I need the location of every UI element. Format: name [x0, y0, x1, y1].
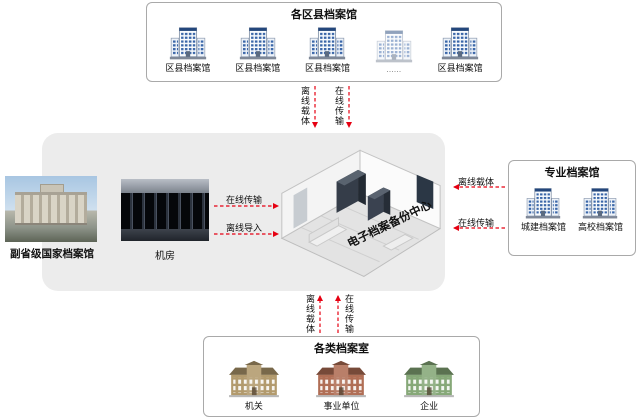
- top-online-label: 在线传输: [334, 86, 344, 126]
- building-label: 区县档案馆: [304, 63, 350, 73]
- mansion-building-icon: [314, 360, 368, 398]
- district-archives-title: 各区县档案馆: [291, 9, 357, 21]
- national-archive-label: 副省级国家档案馆: [10, 248, 94, 260]
- office-building-icon: [169, 25, 207, 60]
- room-online-label: 在线传输: [226, 195, 263, 205]
- archive-rooms-row: 机关 事业单位 企业: [204, 356, 479, 412]
- professional-archives-row: 城建档案馆 高校档案馆: [509, 180, 635, 233]
- mansion-building-icon: [402, 360, 456, 398]
- building-label: 区县档案馆: [235, 63, 281, 73]
- district-archive-item: 区县档案馆: [305, 25, 350, 74]
- district-archive-item: 区县档案馆: [438, 25, 483, 74]
- building-label: 机关: [244, 401, 263, 411]
- building-label: 区县档案馆: [165, 63, 211, 73]
- archive-room-item: 事业单位: [314, 360, 368, 412]
- archive-room-item: 机关: [227, 360, 281, 412]
- office-building-icon: [525, 186, 561, 219]
- building-label: 事业单位: [323, 401, 360, 411]
- office-building-icon: [441, 25, 479, 60]
- server-room-floor: [121, 228, 209, 241]
- room-offline-label: 离线导入: [226, 223, 263, 233]
- building-facade: [15, 191, 87, 225]
- server-room-label: 机房: [155, 251, 175, 262]
- office-building-icon: [375, 28, 413, 63]
- building-label: 区县档案馆: [437, 63, 483, 73]
- archive-rooms-title: 各类档案室: [314, 343, 369, 355]
- office-building-icon: [582, 186, 618, 219]
- right-offline-label: 离线载体: [458, 177, 495, 187]
- district-archive-item: 区县档案馆: [165, 25, 210, 74]
- top-offline-label: 离线载体: [300, 86, 310, 126]
- district-archive-item-ellipsis: ......: [375, 28, 413, 74]
- office-building-icon: [308, 25, 346, 60]
- backup-center-illustration: [280, 149, 442, 277]
- professional-archives-panel: 专业档案馆 城建档案馆 高校档案馆: [508, 160, 636, 256]
- national-archive-photo: [5, 176, 97, 242]
- right-online-label: 在线传输: [458, 218, 495, 228]
- server-room-photo: [121, 179, 209, 241]
- district-archives-row: 区县档案馆 区县档案馆 区县档案馆 ...... 区县档案馆: [147, 22, 501, 74]
- building-label: ......: [386, 64, 402, 74]
- archive-rooms-panel: 各类档案室 机关 事业单位 企业: [203, 336, 480, 417]
- bottom-online-label: 在线传输: [344, 294, 354, 334]
- district-archives-panel: 各区县档案馆 区县档案馆 区县档案馆 区县档案馆 ...... 区县档案馆: [146, 2, 502, 82]
- professional-archives-title: 专业档案馆: [544, 167, 600, 179]
- district-archive-item: 区县档案馆: [235, 25, 280, 74]
- archive-room-item: 企业: [402, 360, 456, 412]
- server-racks: [121, 192, 209, 229]
- server-room-ceiling: [121, 179, 209, 193]
- building-label: 城建档案馆: [520, 222, 566, 232]
- office-building-icon: [239, 25, 277, 60]
- professional-archive-item: 城建档案馆: [521, 186, 566, 233]
- professional-archive-item: 高校档案馆: [578, 186, 623, 233]
- building-label: 高校档案馆: [577, 222, 623, 232]
- bottom-offline-label: 离线载体: [305, 294, 315, 334]
- building-label: 企业: [420, 401, 439, 411]
- mansion-building-icon: [227, 360, 281, 398]
